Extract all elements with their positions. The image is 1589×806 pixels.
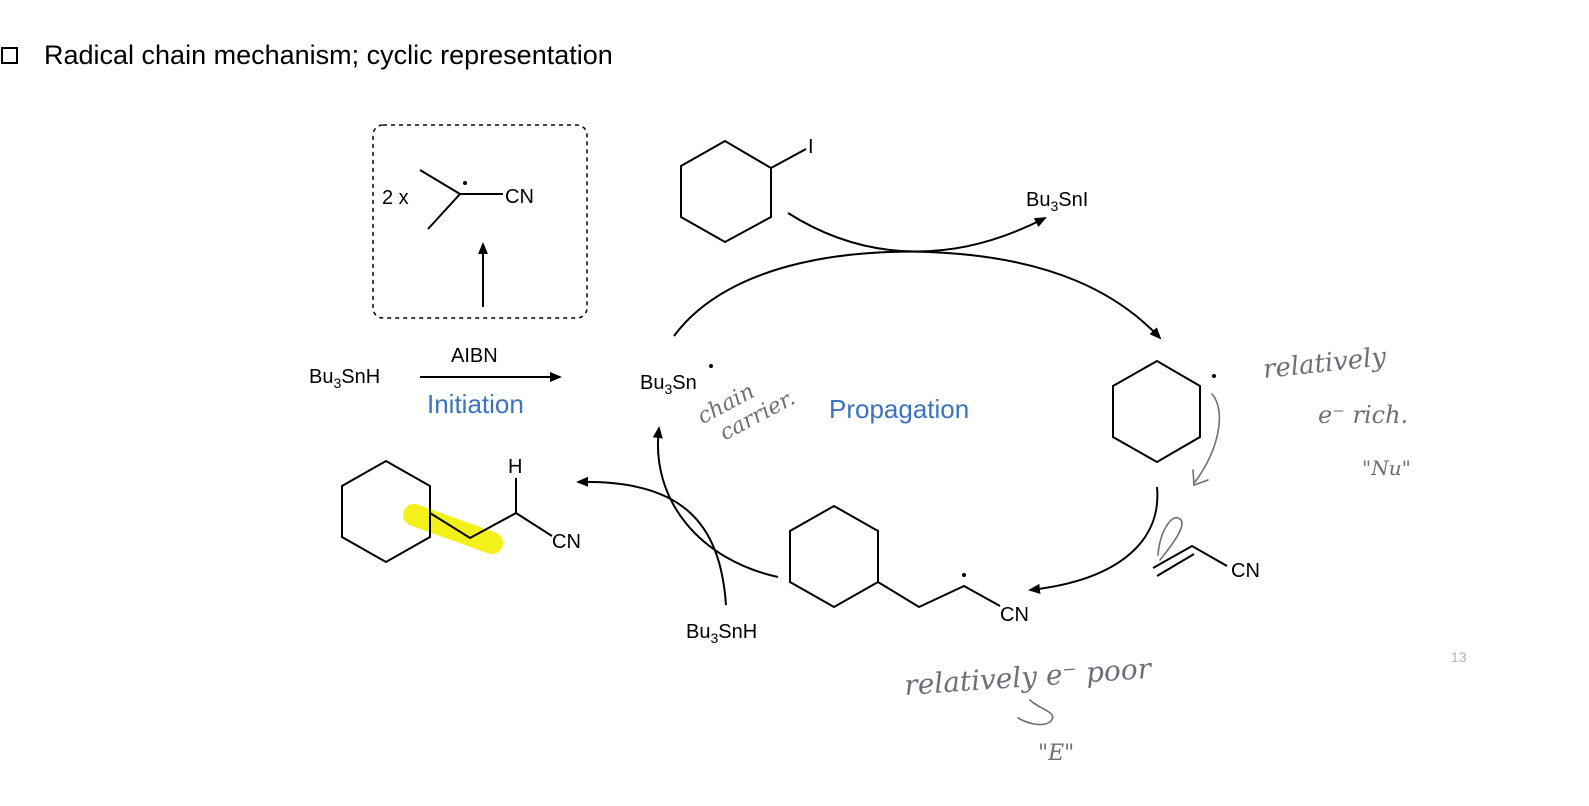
isobutyronitrile-radical bbox=[419, 169, 503, 230]
product-cn-label: CN bbox=[552, 531, 581, 553]
svg-text:relatively e⁻ poor: relatively e⁻ poor bbox=[903, 652, 1153, 702]
adduct-chain bbox=[877, 581, 1001, 609]
initiation-label: Initiation bbox=[427, 389, 524, 419]
initiator-radical-box bbox=[372, 124, 588, 319]
radical-cn-label: CN bbox=[505, 186, 534, 208]
adduct-cn-label: CN bbox=[1000, 604, 1029, 626]
cyclohexyl-radical bbox=[1112, 359, 1201, 464]
product-hydrogen-label: H bbox=[508, 456, 522, 478]
radical-dot bbox=[463, 181, 467, 185]
iodine-label: I bbox=[808, 136, 814, 158]
hydrogen-donor-label: Bu3SnH bbox=[686, 621, 757, 646]
propagation-label: Propagation bbox=[829, 394, 969, 424]
initiation-reagent: Bu3SnH bbox=[309, 366, 380, 391]
initiator-label: AIBN bbox=[451, 345, 498, 367]
chain-carrier-label: Bu3Sn bbox=[640, 372, 697, 397]
byproduct-label: Bu3SnI bbox=[1026, 189, 1088, 214]
svg-text:"Nu": "Nu" bbox=[1362, 456, 1411, 480]
propagation-arc-right bbox=[1028, 486, 1159, 594]
svg-text:e⁻ rich.: e⁻ rich. bbox=[1318, 401, 1408, 429]
chain-carrier-note: chain carrier. bbox=[693, 379, 799, 446]
relatively-rich-note: relatively e⁻ rich. "Nu" bbox=[1262, 342, 1411, 480]
radical-multiplier: 2 x bbox=[382, 187, 409, 209]
relatively-poor-note: relatively e⁻ poor "E" bbox=[903, 652, 1153, 766]
adduct-radical-ring bbox=[789, 504, 879, 609]
iodine-transfer-arrow bbox=[787, 212, 1047, 253]
cyclohexyl-iodide bbox=[680, 139, 772, 244]
propagation-arc-top bbox=[673, 250, 1162, 340]
product-chain bbox=[429, 478, 553, 540]
hydrogen-transfer-arrow bbox=[576, 476, 727, 606]
propagation-arc-bottom bbox=[652, 426, 779, 578]
pencil-scribble bbox=[1157, 516, 1183, 561]
product-ring bbox=[341, 459, 431, 564]
slide-title: Radical chain mechanism; cyclic represen… bbox=[44, 40, 613, 70]
cyclohexyl-radical-dot bbox=[1212, 374, 1216, 378]
acrylonitrile-cn-label: CN bbox=[1231, 560, 1260, 582]
adduct-radical-dot bbox=[962, 573, 966, 577]
page-number: 13 bbox=[1451, 649, 1467, 665]
chain-carrier-dot bbox=[709, 364, 713, 368]
square-checkbox-icon bbox=[1, 47, 18, 64]
svg-text:relatively: relatively bbox=[1262, 342, 1388, 385]
highlighted-bond bbox=[403, 504, 503, 554]
svg-text:"E": "E" bbox=[1038, 741, 1074, 766]
pencil-arrow bbox=[1194, 393, 1221, 483]
acrylonitrile bbox=[1152, 544, 1228, 569]
